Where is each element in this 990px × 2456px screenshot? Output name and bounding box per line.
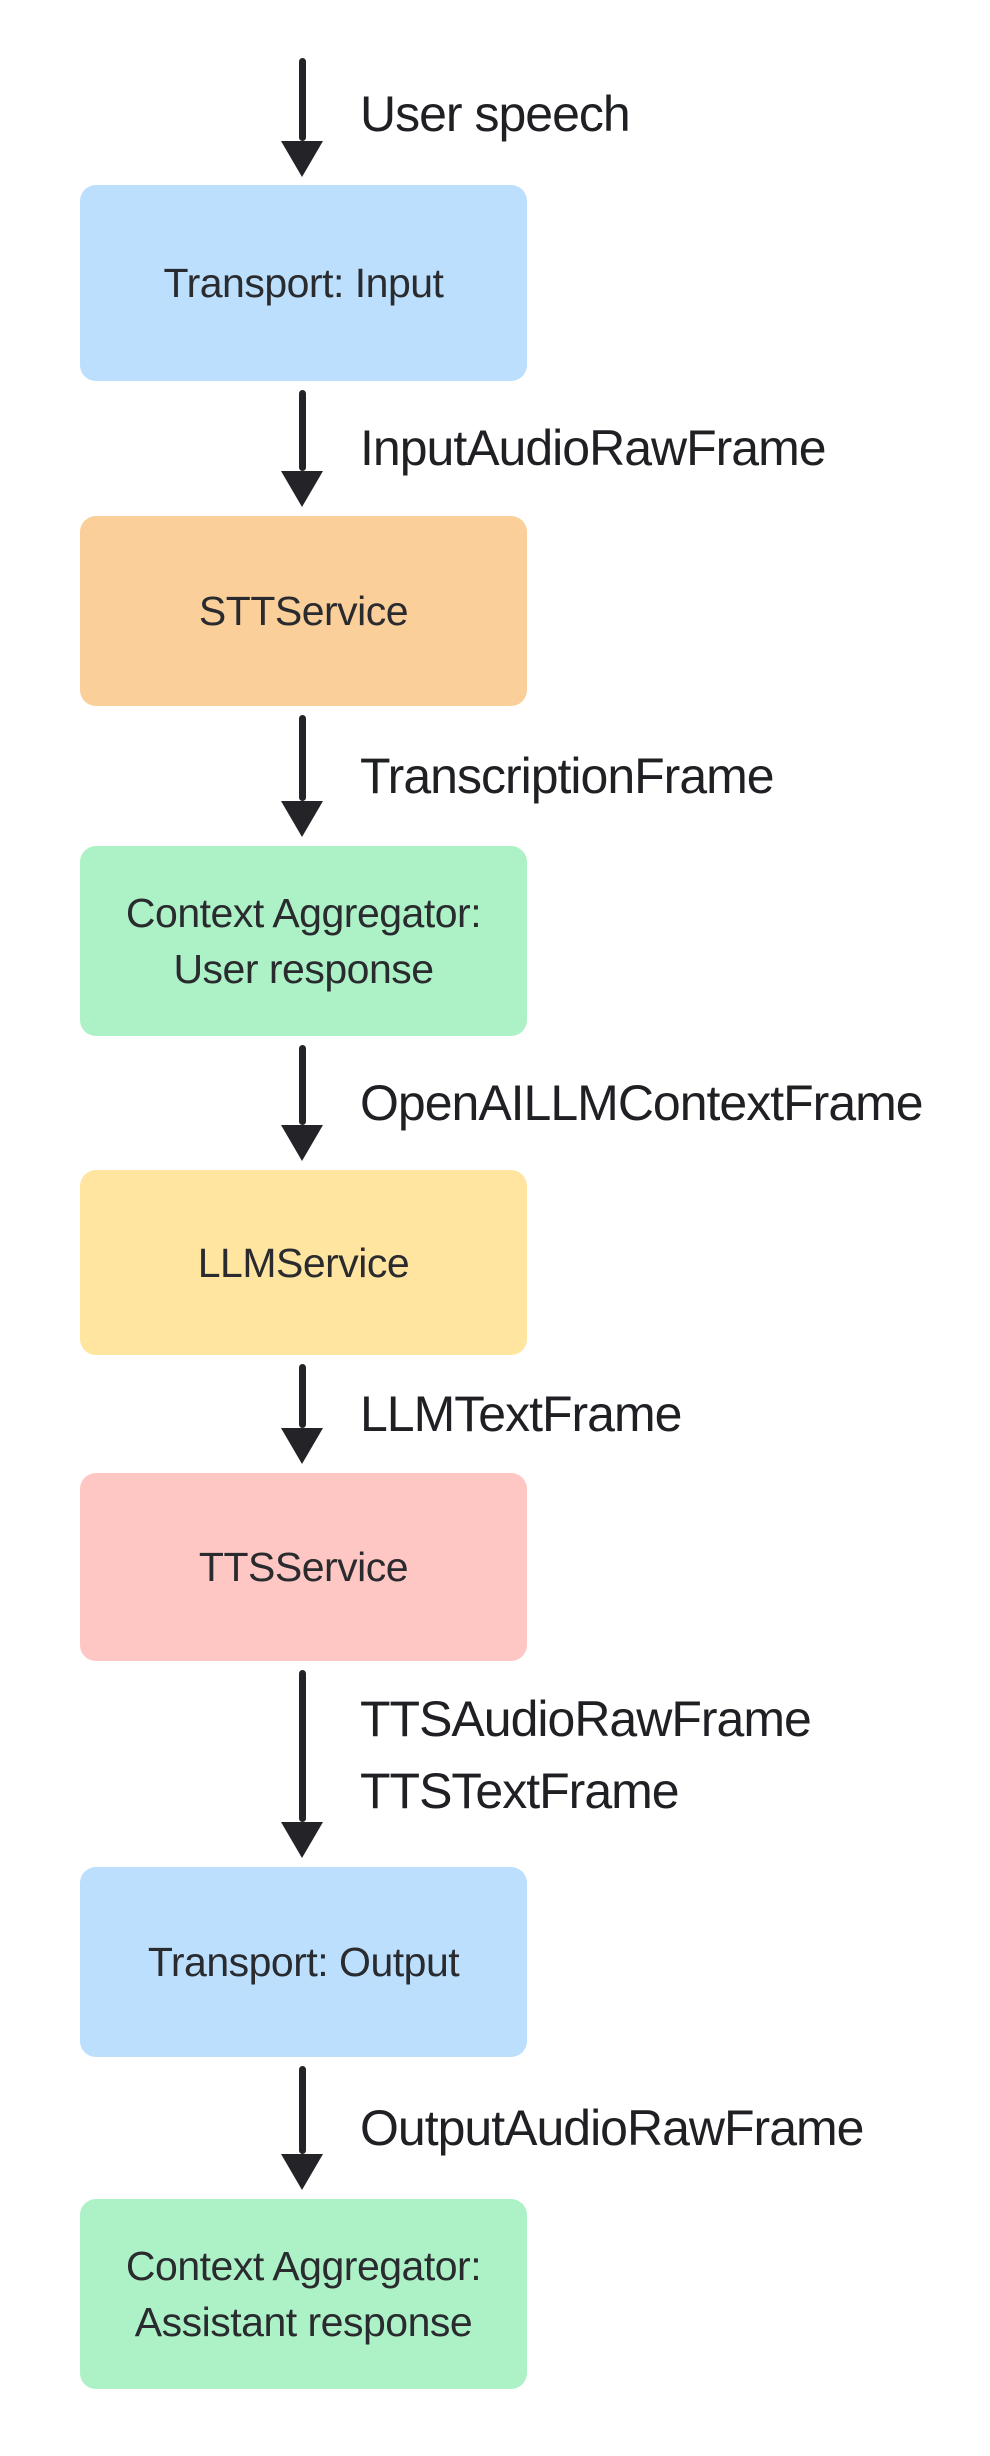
node-label: Transport: Input (163, 260, 444, 306)
arrow-shaft (298, 715, 306, 801)
arrow-head-icon (281, 471, 323, 507)
edge-label-user-speech: User speech (360, 86, 631, 142)
arrow-tts-frames (280, 1670, 324, 1858)
arrow-head-icon (281, 1125, 323, 1161)
node-llm-service: LLMService (80, 1170, 527, 1355)
edge-label-openai-llm-context-frame: OpenAILLMContextFrame (360, 1075, 924, 1131)
node-label-line1: Context Aggregator: (125, 2243, 482, 2289)
node-label-line1: Context Aggregator: (125, 890, 482, 936)
arrow-openai-llm-context-frame (280, 1045, 324, 1161)
node-label: STTService (198, 588, 409, 634)
node-label-line2: Assistant response (134, 2299, 473, 2345)
node-transport-input: Transport: Input (80, 185, 527, 381)
edge-label-output-audio-raw-frame: OutputAudioRawFrame (360, 2100, 864, 2156)
arrow-head-icon (281, 801, 323, 837)
edge-label-llm-text-frame: LLMTextFrame (360, 1386, 682, 1442)
arrow-shaft (298, 1045, 306, 1125)
node-context-aggregator-user: Context Aggregator: User response (80, 846, 527, 1036)
edge-label-tts-frames: TTSAudioRawFrame TTSTextFrame (360, 1683, 812, 1827)
arrow-head-icon (281, 1428, 323, 1464)
node-context-aggregator-assistant: Context Aggregator: Assistant response (80, 2199, 527, 2389)
arrow-shaft (298, 390, 306, 471)
arrow-head-icon (281, 1822, 323, 1858)
arrow-shaft (298, 58, 306, 141)
node-transport-output: Transport: Output (80, 1867, 527, 2057)
node-tts-service: TTSService (80, 1473, 527, 1661)
arrow-output-audio-raw-frame (280, 2066, 324, 2190)
node-label-line2: User response (173, 946, 434, 992)
edge-label-line2: TTSTextFrame (360, 1763, 680, 1819)
arrow-head-icon (281, 2154, 323, 2190)
edge-label-input-audio-raw-frame: InputAudioRawFrame (360, 420, 827, 476)
node-label: TTSService (198, 1544, 409, 1590)
node-label: Transport: Output (147, 1939, 460, 1985)
arrow-transcription-frame (280, 715, 324, 837)
arrow-head-icon (281, 141, 323, 177)
arrow-shaft (298, 1670, 306, 1822)
arrow-input-audio-raw-frame (280, 390, 324, 507)
arrow-user-speech (280, 58, 324, 177)
arrow-shaft (298, 1364, 306, 1428)
arrow-llm-text-frame (280, 1364, 324, 1464)
node-stt-service: STTService (80, 516, 527, 706)
node-label: LLMService (197, 1239, 410, 1286)
edge-label-line1: TTSAudioRawFrame (360, 1691, 812, 1747)
arrow-shaft (298, 2066, 306, 2154)
edge-label-transcription-frame: TranscriptionFrame (360, 748, 775, 804)
